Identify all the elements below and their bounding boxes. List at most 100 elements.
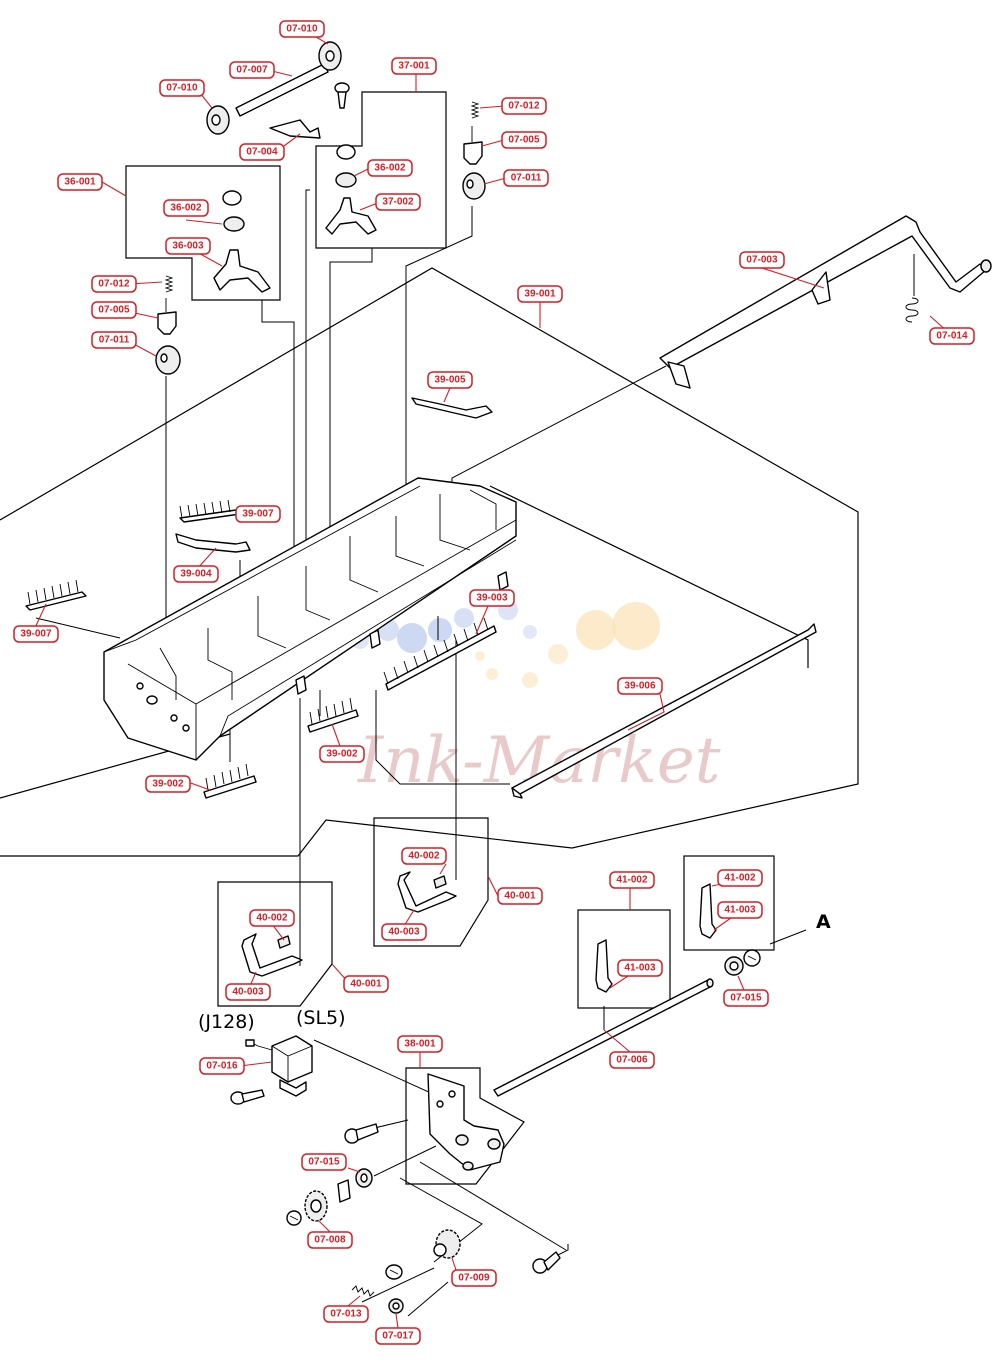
- svg-text:07-007: 07-007: [236, 65, 268, 76]
- group-box-40-001-a: [373, 817, 489, 947]
- assembly-guide-lines: [35, 189, 915, 1317]
- shaft-07-006: [493, 978, 714, 1097]
- screw-mid: [344, 1123, 379, 1144]
- callout-c8: 36-002: [367, 159, 413, 177]
- washer-36-002-in-36: [222, 190, 245, 232]
- svg-text:39-001: 39-001: [524, 289, 556, 300]
- callout-c19: 07-011: [91, 331, 137, 349]
- callout-c38: 07-015: [723, 989, 769, 1007]
- solenoid-label-sl5: (SL5): [296, 1007, 346, 1029]
- group-box-36-001: [125, 165, 281, 301]
- callout-c42: 07-015: [301, 1153, 347, 1171]
- brush-39-002-low: [203, 763, 257, 799]
- callout-c14: 07-003: [739, 251, 785, 269]
- callout-c5: 07-012: [501, 97, 547, 115]
- callout-c39: 38-001: [397, 1035, 443, 1053]
- svg-text:07-016: 07-016: [206, 1061, 238, 1072]
- callout-c32: 40-003: [381, 923, 427, 941]
- washer-36-002-in-37: [335, 144, 357, 188]
- callout-c22: 39-004: [173, 565, 219, 583]
- svg-text:36-001: 36-001: [64, 177, 96, 188]
- callout-c30: 41-002: [609, 871, 655, 889]
- svg-text:41-003: 41-003: [624, 963, 656, 974]
- svg-text:40-003: 40-003: [232, 987, 264, 998]
- svg-text:07-011: 07-011: [511, 173, 542, 184]
- group-box-37-001: [315, 91, 447, 249]
- svg-text:40-001: 40-001: [504, 891, 536, 902]
- gear-07-009: [433, 1229, 461, 1259]
- clip-ring-right: [743, 949, 761, 967]
- callout-c18: 07-014: [929, 327, 975, 345]
- svg-text:07-015: 07-015: [730, 993, 762, 1004]
- svg-text:37-001: 37-001: [398, 61, 430, 72]
- callout-c4: 37-001: [391, 57, 437, 75]
- shaft-07-007: [235, 63, 329, 117]
- spring-plate-39-005: [411, 397, 493, 419]
- svg-text:07-013: 07-013: [330, 1309, 362, 1320]
- bar-39-006: [511, 623, 817, 799]
- clip-ring-07-009: [385, 1264, 403, 1280]
- screw-solenoid: [230, 1089, 265, 1105]
- svg-text:36-003: 36-003: [172, 241, 204, 252]
- callout-c27: 39-002: [145, 775, 191, 793]
- brush-39-007-top: [179, 499, 241, 523]
- clip-ring-07-008: [286, 1210, 302, 1226]
- svg-text:41-002: 41-002: [616, 875, 648, 886]
- svg-text:07-008: 07-008: [314, 1235, 346, 1246]
- svg-text:07-017: 07-017: [382, 1331, 414, 1342]
- svg-text:40-002: 40-002: [408, 851, 440, 862]
- svg-text:40-002: 40-002: [256, 913, 288, 924]
- screw-top: [334, 82, 350, 109]
- svg-text:36-002: 36-002: [170, 203, 202, 214]
- callout-c12: 36-002: [163, 199, 209, 217]
- callout-c3: 07-010: [159, 79, 205, 97]
- callout-c9: 07-011: [503, 169, 549, 187]
- svg-text:07-005: 07-005: [508, 135, 540, 146]
- chassis-39-001: [103, 477, 517, 761]
- callout-c28: 40-002: [401, 847, 447, 865]
- svg-text:39-007: 39-007: [20, 629, 52, 640]
- callout-c1: 07-010: [279, 20, 325, 38]
- svg-text:39-004: 39-004: [180, 569, 212, 580]
- svg-text:39-002: 39-002: [326, 749, 358, 760]
- bushing-07-015-right: [724, 956, 744, 976]
- svg-text:07-005: 07-005: [98, 305, 130, 316]
- callout-c25: 39-006: [617, 677, 663, 695]
- callout-c34: 40-002: [249, 909, 295, 927]
- gear-07-008: [304, 1190, 328, 1222]
- svg-text:39-007: 39-007: [242, 509, 274, 520]
- group-box-40-001-b: [217, 881, 333, 1007]
- callout-c44: 07-009: [451, 1269, 497, 1287]
- spring-40-003-a: [397, 871, 457, 913]
- callout-c35: 41-003: [617, 959, 663, 977]
- callout-c10: 36-001: [57, 173, 103, 191]
- svg-text:39-003: 39-003: [476, 593, 508, 604]
- callout-c36: 40-003: [225, 983, 271, 1001]
- rail-07-003: [659, 215, 992, 389]
- callout-c15: 07-012: [91, 275, 137, 293]
- bushing-07-017: [388, 1298, 404, 1314]
- spring-07-012-right: [470, 101, 480, 119]
- screw-bottom: [532, 1251, 561, 1274]
- callout-c37: 40-001: [343, 975, 389, 993]
- svg-text:07-006: 07-006: [616, 1055, 648, 1066]
- group-box-38-001: [405, 1067, 525, 1185]
- svg-text:36-002: 36-002: [374, 163, 406, 174]
- solenoid-sl5: [245, 1035, 313, 1097]
- svg-text:07-012: 07-012: [98, 279, 130, 290]
- watermark-text: Ink-Market: [357, 724, 721, 798]
- callout-c17: 07-005: [91, 301, 137, 319]
- svg-text:39-005: 39-005: [434, 375, 466, 386]
- callout-c33: 41-003: [717, 901, 763, 919]
- lever-36-003: [213, 249, 271, 293]
- callout-c13: 36-003: [165, 237, 211, 255]
- gear-07-011-left: [155, 345, 181, 375]
- svg-text:39-006: 39-006: [624, 681, 656, 692]
- brush-39-003: [383, 617, 497, 691]
- connector-label-j128: (J128): [198, 1011, 255, 1033]
- callout-c2: 07-007: [229, 61, 275, 79]
- callout-c24: 39-007: [13, 625, 59, 643]
- svg-text:07-010: 07-010: [286, 24, 318, 35]
- slider-07-005-right: [463, 126, 483, 165]
- spring-07-013: [351, 1285, 375, 1297]
